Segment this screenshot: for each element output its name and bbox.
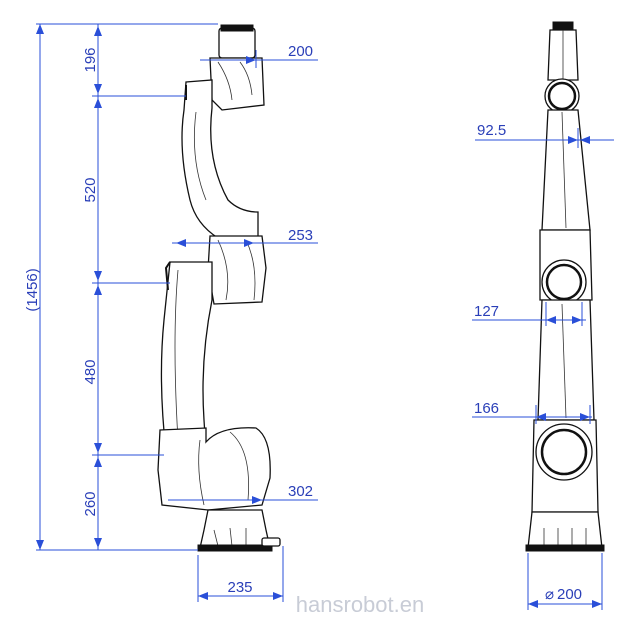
elbow-joint-ring (545, 263, 583, 301)
front-base (527, 511, 603, 549)
flange-cap (220, 24, 254, 32)
diameter-symbol-icon: ⌀ (545, 586, 554, 603)
base-connector (261, 537, 281, 547)
arrowhead (246, 56, 256, 64)
arrowhead (572, 316, 582, 324)
watermark: hansrobot.en (296, 592, 424, 617)
shoulder-width-label: 302 (288, 483, 313, 500)
seg-upper-label: 520 (82, 177, 99, 202)
base-diameter-label: 200 (557, 586, 582, 603)
arrowhead (252, 496, 262, 504)
robot-side-view (157, 24, 281, 552)
robot-front-view (525, 21, 605, 552)
shoulder-offset-label: 166 (474, 400, 499, 417)
forearm (160, 261, 213, 453)
total-height-label: (1456) (24, 268, 41, 311)
arrowhead (94, 285, 102, 295)
arrowhead (36, 540, 44, 550)
arrowhead (94, 538, 102, 548)
arrowhead (94, 84, 102, 94)
wrist-detail (217, 61, 233, 101)
elbow-joint (207, 235, 267, 305)
arrowhead (244, 239, 254, 247)
arrowhead (568, 136, 578, 144)
arrowhead (528, 600, 538, 608)
base-ribs (213, 527, 247, 547)
upper-arm (181, 79, 259, 239)
arrowhead (36, 24, 44, 34)
front-seam (561, 303, 567, 419)
arrowhead (94, 26, 102, 36)
arrowhead (580, 136, 590, 144)
front-base-ribs (543, 528, 587, 545)
arrowhead (546, 316, 556, 324)
wrist-offset-label: 92.5 (477, 122, 506, 139)
arrowhead (580, 413, 590, 421)
seg-base-label: 260 (82, 491, 99, 516)
wrist-width-label: 200 (288, 43, 313, 60)
front-upper-link (541, 109, 591, 231)
arrowhead (94, 457, 102, 467)
arrowhead (94, 98, 102, 108)
elbow-offset-label: 127 (474, 303, 499, 320)
arrowhead (94, 443, 102, 453)
arrowhead (536, 413, 546, 421)
base-plate (197, 544, 273, 552)
seg-top-label: 196 (82, 47, 99, 72)
right-dimensions: 92.5 127 166 ⌀ 200 (472, 122, 614, 610)
shoulder-joint-ring (540, 428, 588, 476)
wrist-detail (239, 61, 253, 96)
base-width-label: 235 (227, 579, 252, 596)
end-flange (218, 27, 256, 59)
elbow-seam (217, 239, 229, 301)
left-dimensions: (1456) 196 520 480 260 200 253 302 235 (24, 23, 318, 602)
upper-arm-seam (193, 111, 207, 201)
front-base-plate (525, 544, 605, 552)
elbow-width-label: 253 (288, 227, 313, 244)
shoulder-seam (198, 439, 205, 506)
arrowhead (94, 271, 102, 281)
arrowhead (198, 592, 208, 600)
shoulder-seam (229, 431, 249, 501)
wrist-joint-ring (547, 81, 577, 111)
robot-base (199, 509, 271, 549)
front-seam (561, 111, 567, 229)
forearm-seam (174, 269, 179, 441)
front-flange-cap (552, 21, 574, 31)
arrowhead (273, 592, 283, 600)
arrowhead (592, 600, 602, 608)
seg-lower-label: 480 (82, 359, 99, 384)
arrowhead (176, 239, 186, 247)
